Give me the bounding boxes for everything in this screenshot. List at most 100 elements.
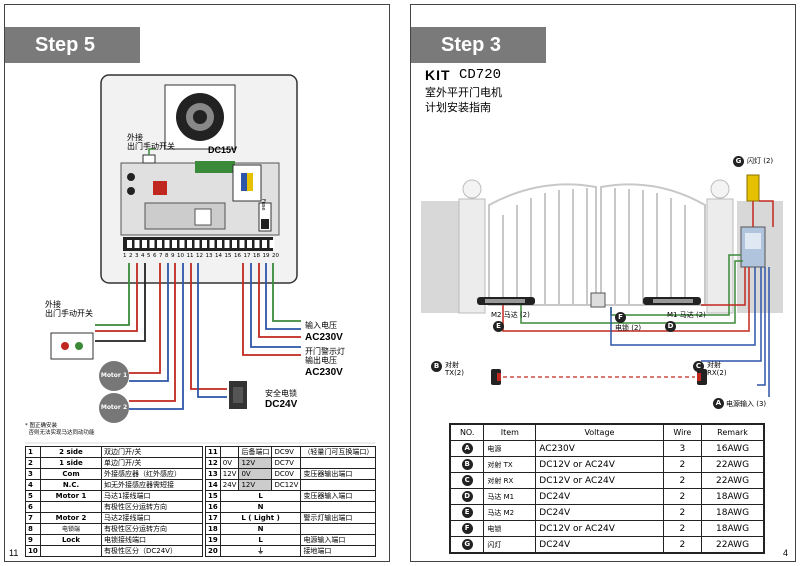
terminal-number: 2: [129, 253, 133, 259]
marker-f: F: [615, 312, 626, 323]
terminal-number: 6: [153, 253, 157, 259]
wire-t2: [95, 263, 138, 332]
terminal-number: 13: [205, 253, 213, 259]
right-pillar-ball: [710, 179, 730, 199]
terminal-number: 19: [262, 253, 270, 259]
motor-2: Motor 2: [99, 393, 129, 423]
terminal-number: 4: [141, 253, 145, 259]
dc15v-connector: [195, 161, 235, 173]
gate-installation-diagram: [421, 174, 783, 397]
label-photocell-rx: 对射 RX(2): [707, 361, 727, 377]
label-electric-lock: 电锁 (2): [615, 324, 642, 332]
kit-logo: KIT: [425, 67, 451, 83]
left-pillar-ball: [462, 179, 482, 199]
terminal-number: 10: [177, 253, 184, 259]
warning-light-label: 开门警示灯 输出电压: [305, 347, 345, 365]
warning-light-value: AC230V: [305, 367, 343, 378]
wire-input-red: [258, 263, 301, 338]
ext-switch-left-label: 外接 出门手动开关: [45, 300, 93, 318]
step-3-tab: Step 3: [411, 27, 546, 63]
switch-connector: [142, 154, 156, 164]
terminal-number: 1: [123, 253, 127, 259]
marker-a: A: [713, 398, 724, 409]
terminal-number: 17: [243, 253, 251, 259]
terminal-number: 20: [272, 253, 279, 259]
terminal-number: 18: [253, 253, 260, 259]
motor-1-label: Motor 1: [100, 372, 128, 379]
input-voltage-label: 输入电压: [305, 321, 337, 330]
table-row: 20⏚接地端口: [205, 545, 377, 557]
ext-switch-top-label: 外接 出门手动开关: [127, 133, 175, 151]
terminal-number: 3: [135, 253, 139, 259]
wire-t3: [95, 263, 146, 342]
terminal-number: 12: [196, 253, 203, 259]
wire-input-blue: [265, 263, 301, 330]
terminal-number: 14: [215, 253, 222, 259]
external-switch-box: [50, 332, 94, 360]
label-photocell-tx: 对射 TX(2): [445, 361, 464, 377]
lock-value: DC24V: [265, 399, 298, 410]
label-power-input: 电源输入 (3): [726, 400, 767, 408]
terminal-number: 8: [165, 253, 169, 259]
wire-motor1-blue: [129, 263, 169, 382]
title-line-1: 室外平开门电机: [425, 86, 502, 99]
motor-1: Motor 1: [99, 361, 129, 391]
fuse-label: Fuse: [260, 199, 266, 211]
terminal-number: 16: [234, 253, 241, 259]
flash-light: [746, 174, 760, 202]
motor-2-label: Motor 2: [100, 404, 128, 411]
lock-label: 安全电锁: [265, 389, 297, 398]
wire-ground: [272, 263, 301, 322]
marker-c: C: [693, 361, 704, 372]
wire-t1: [95, 263, 130, 326]
terminal-number: 11: [186, 253, 194, 259]
install-note: * 图正确安装 否则无法实现马达同动功能: [25, 423, 95, 436]
title-line-2: 计划安装指南: [425, 101, 491, 114]
model-name: CD720: [459, 67, 502, 83]
dc15v-label: DC15V: [208, 145, 238, 155]
gate: [488, 183, 706, 306]
marker-e: E: [493, 321, 504, 332]
page-number: 4: [783, 548, 789, 558]
table-header-row: NO. Item Voltage Wire Remark: [449, 423, 765, 441]
terminal-number: 9: [171, 253, 175, 259]
marker-b: B: [431, 361, 442, 372]
left-page: Step 5: [4, 4, 390, 562]
wire-motor2-red: [129, 263, 176, 402]
wire-motor1-red: [129, 263, 161, 374]
terminal-number: 5: [147, 253, 151, 259]
label-flash-light: 闪灯 (2): [747, 157, 774, 165]
wire-lock-red: [190, 263, 227, 390]
label-motor-m2: M2 马达 (2): [491, 311, 530, 319]
marker-g: G: [733, 156, 744, 167]
left-pillar: [458, 198, 486, 314]
terminal-number: 7: [159, 253, 163, 259]
